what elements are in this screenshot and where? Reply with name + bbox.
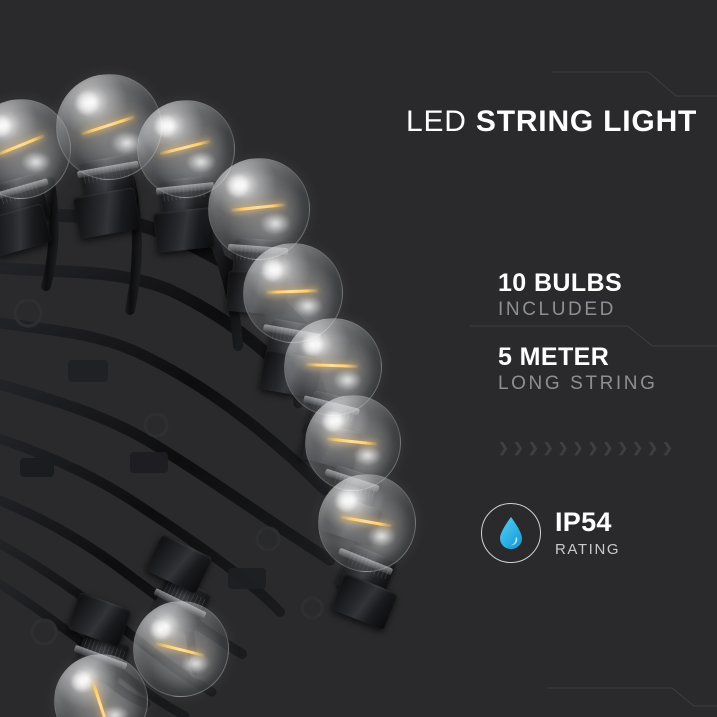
cable-loop — [13, 298, 43, 328]
cable-connector — [20, 360, 266, 589]
ip-rating-text: IP54 RATING — [555, 507, 621, 558]
page-title: LED STRING LIGHT — [406, 105, 697, 139]
droplet-circle-frame — [481, 503, 541, 563]
chevron-icon: ❯ — [557, 440, 569, 455]
chevron-icon: ❯ — [661, 440, 673, 455]
bulb-highlight — [334, 370, 361, 390]
chevron-icon: ❯ — [617, 440, 629, 455]
chevron-decoration: ❯❯❯❯❯❯❯❯❯❯❯❯ — [498, 441, 673, 454]
spec-bulbs-main: 10 BULBS — [498, 269, 623, 297]
chevron-icon: ❯ — [587, 440, 599, 455]
title-light-part: LED — [406, 105, 476, 138]
bulb-highlight — [334, 489, 358, 513]
bulb-highlight — [187, 152, 215, 172]
bulb-highlight — [368, 526, 395, 546]
bulb-highlight — [102, 706, 128, 717]
bulb-globe — [208, 158, 310, 260]
bulb-highlight — [0, 114, 12, 138]
spec-bulbs-sub: INCLUDED — [498, 299, 616, 321]
bulb-highlight — [225, 173, 250, 198]
bulb-highlight — [300, 333, 324, 357]
bulb-highlight — [149, 618, 172, 641]
chevron-icon: ❯ — [632, 440, 644, 455]
bulb-highlight — [354, 446, 381, 465]
bulb-highlight — [182, 654, 209, 673]
bulb-highlight — [112, 132, 142, 154]
bulb-highlight — [70, 670, 93, 693]
bulb-highlight — [74, 90, 100, 116]
led-string-light-photo — [0, 60, 440, 717]
water-droplet-icon — [500, 517, 522, 549]
bulb-highlight — [261, 213, 290, 234]
chevron-icon: ❯ — [527, 440, 539, 455]
cable-loop — [143, 412, 169, 438]
bulb-highlight — [22, 152, 50, 172]
angled-line-top — [552, 71, 717, 97]
cable-loop — [255, 526, 281, 552]
cable-loop — [300, 596, 324, 620]
spec-length: 5 METER LONG STRING — [498, 344, 658, 395]
chevron-icon: ❯ — [542, 440, 554, 455]
bulb-highlight — [294, 296, 322, 316]
chevron-icon: ❯ — [498, 440, 509, 455]
chevron-icon: ❯ — [572, 440, 584, 455]
bulb-highlight — [153, 114, 177, 138]
bulb-highlight — [321, 410, 344, 433]
ip-rating-label: RATING — [555, 541, 621, 558]
ip-rating-value: IP54 — [555, 507, 612, 537]
chevron-icon: ❯ — [602, 440, 614, 455]
chevron-icon: ❯ — [647, 440, 658, 455]
chevron-icon: ❯ — [512, 440, 524, 455]
angled-line-bottom — [548, 687, 717, 707]
bulb-highlight — [260, 258, 284, 282]
bulb-globe — [305, 395, 401, 491]
spec-length-sub: LONG STRING — [498, 373, 658, 395]
bulb-body — [153, 207, 215, 253]
ip-rating-badge: IP54 RATING — [481, 503, 620, 563]
title-bold-part: STRING LIGHT — [475, 105, 698, 138]
spec-length-main: 5 METER — [498, 343, 610, 371]
spec-bulbs: 10 BULBS INCLUDED — [498, 270, 622, 321]
cable-loop — [30, 618, 58, 646]
